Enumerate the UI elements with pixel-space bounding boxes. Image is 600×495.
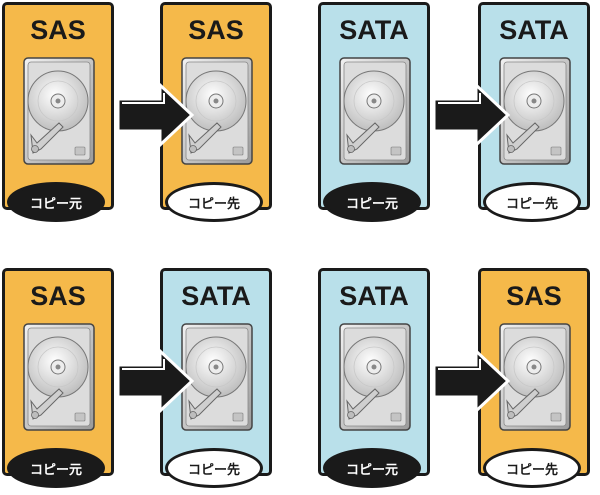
copy-source-badge: コピー元 [7,182,105,222]
right-arrow-icon [116,348,195,414]
sata-drive-card: SATA [478,2,590,210]
copy-direction-arrow [116,82,196,148]
copy-source-badge: コピー元 [323,182,421,222]
copy-destination-badge: コピー先 [165,448,263,488]
hard-disk-drive-icon [181,323,253,431]
drive-type-label: SATA [339,281,409,311]
right-arrow-icon [432,348,511,414]
sas-drive-card: SAS [2,268,114,476]
hard-disk-drive-icon [181,57,253,165]
copy-destination-badge: コピー先 [483,448,581,488]
drive-type-label: SATA [499,15,569,45]
sata-drive-card: SATA [318,2,430,210]
copy-direction-arrow [432,348,512,414]
hard-disk-drive-icon [339,323,411,431]
copy-destination-badge: コピー先 [483,182,581,222]
copy-direction-arrow [432,82,512,148]
drive-type-label: SAS [30,15,86,45]
drive-type-label: SAS [506,281,562,311]
right-arrow-icon [432,82,511,148]
drive-type-label: SATA [181,281,251,311]
drive-type-label: SAS [188,15,244,45]
hard-disk-drive-icon [23,323,95,431]
copy-destination-badge: コピー先 [165,182,263,222]
hard-disk-drive-icon [499,57,571,165]
copy-direction-arrow [116,348,196,414]
copy-source-badge: コピー元 [7,448,105,488]
drive-type-label: SAS [30,281,86,311]
hard-disk-drive-icon [23,57,95,165]
right-arrow-icon [116,82,195,148]
copy-source-badge: コピー元 [323,448,421,488]
sas-drive-card: SAS [2,2,114,210]
drive-type-label: SATA [339,15,409,45]
sas-drive-card: SAS [160,2,272,210]
sata-drive-card: SATA [318,268,430,476]
hard-disk-drive-icon [499,323,571,431]
hard-disk-drive-icon [339,57,411,165]
